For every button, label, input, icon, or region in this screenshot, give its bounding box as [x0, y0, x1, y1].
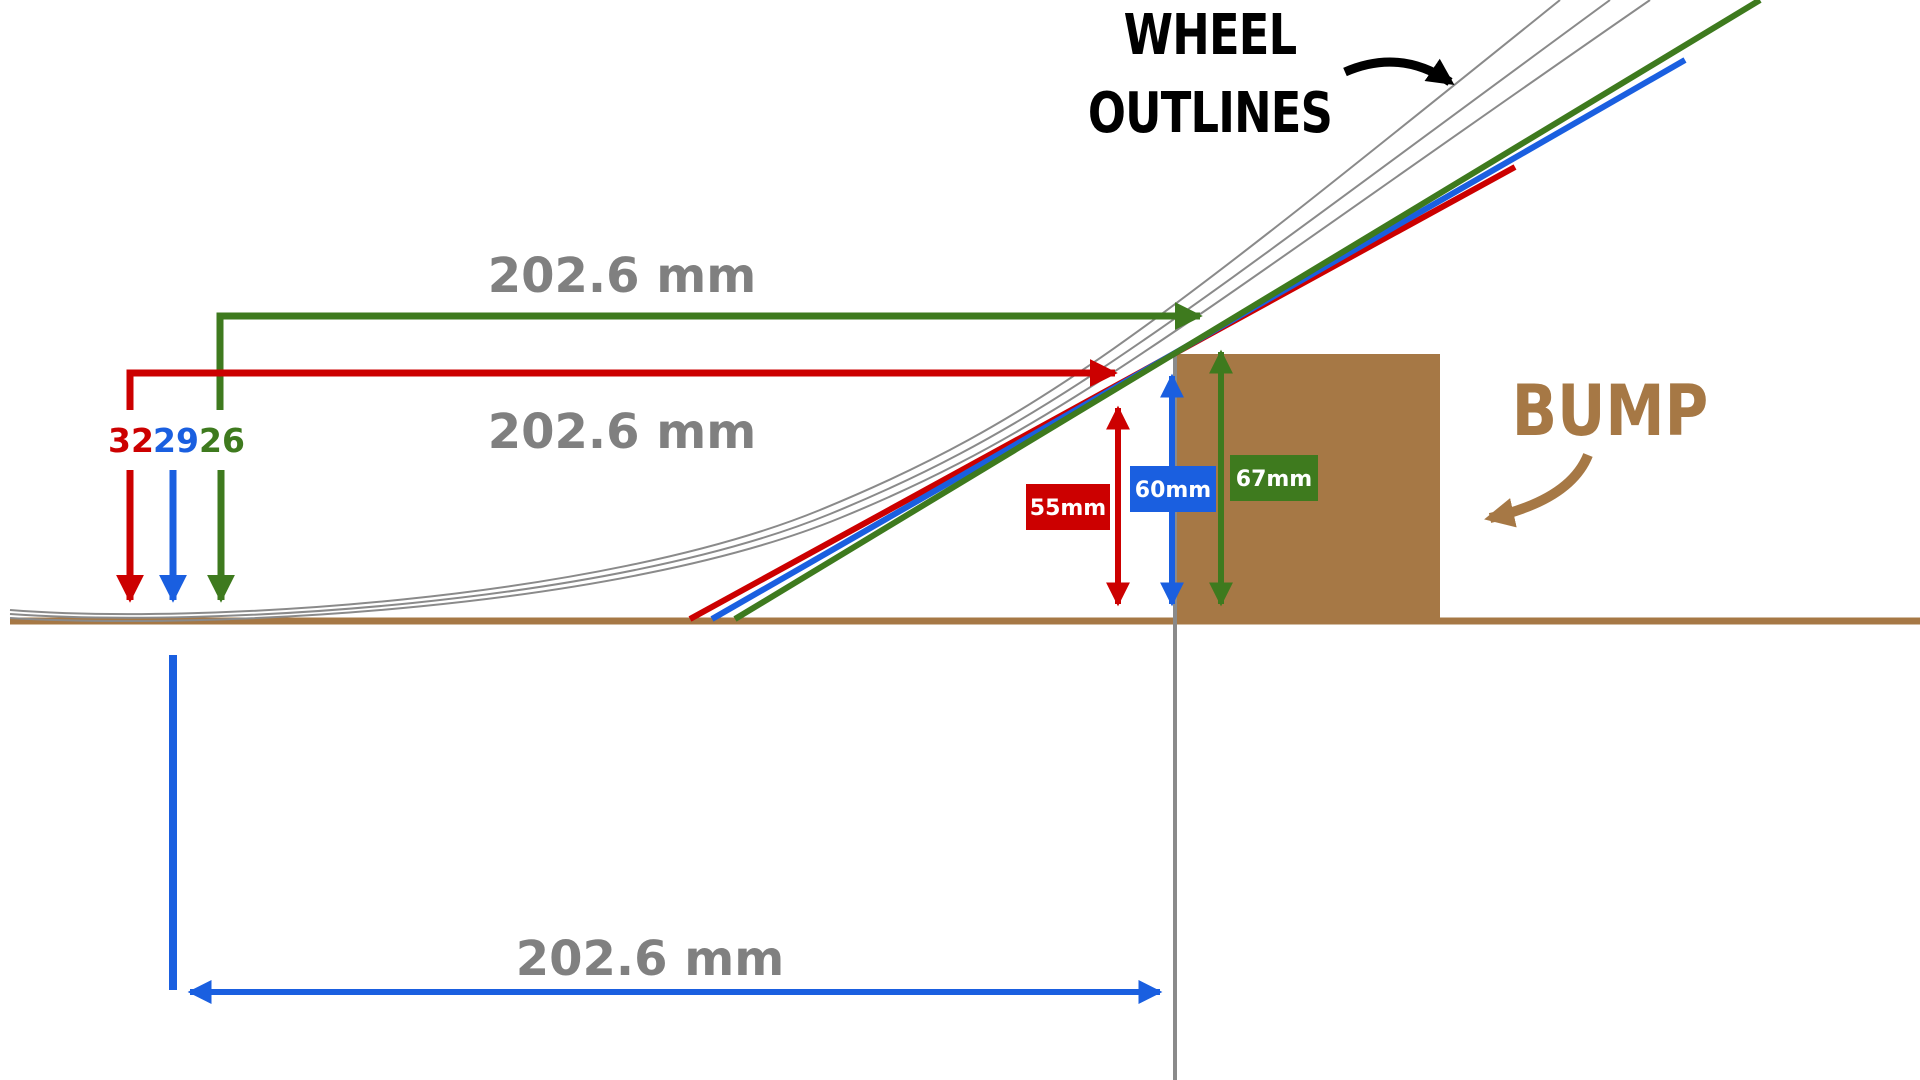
height-tag-26: 67mm: [1236, 467, 1312, 492]
wheel-outline-1: [9, 0, 1561, 616]
height-tag-32: 55mm: [1030, 496, 1106, 521]
distance-label-26: 202.6 mm: [488, 248, 757, 304]
bump-pointer-arrow: [1484, 452, 1593, 528]
height-tag-29-bg: [1130, 466, 1216, 512]
wheel-size-32: 32: [108, 421, 154, 460]
wheel-size-29: 29: [153, 421, 199, 460]
wheel-outlines-pointer-arrow: [1343, 57, 1455, 86]
wheel-outline-3: [9, 0, 1651, 623]
distance-label-32: 202.6 mm: [488, 404, 757, 460]
height-tag-32-bg: [1026, 484, 1110, 530]
height-tag-26-bg: [1230, 455, 1318, 501]
distance-line-32: [126, 359, 1118, 410]
wheel-outline-2: [9, 0, 1611, 619]
distance-line-26: [216, 302, 1203, 410]
wheel-size-26: 26: [199, 421, 245, 460]
wheel-outlines-label-line2: OUTLINES: [1088, 80, 1332, 145]
wheel-outlines-label-line1: WHEEL: [1124, 2, 1297, 67]
bump-label: BUMP: [1512, 371, 1708, 452]
distance-label-29: 202.6 mm: [516, 931, 785, 987]
height-tag-29: 60mm: [1135, 478, 1211, 503]
tangent-line-26: [733, 0, 1762, 622]
